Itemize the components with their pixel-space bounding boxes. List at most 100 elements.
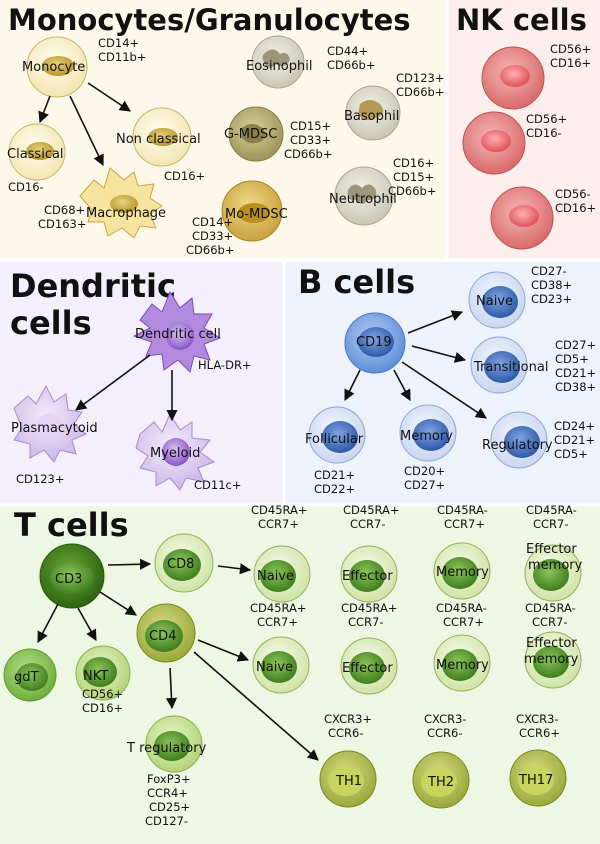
cd4-t-cell [136,603,196,663]
label-dendritic-cell: Dendritic cell [135,327,221,342]
markers-mid-effmem: CD45RA-CCR7- [525,601,576,629]
markers-top-effector: CD45RA+CCR7- [343,503,400,531]
label-cd8-memory: Memory [436,565,489,580]
markers-myeloid: CD11c+ [194,478,241,492]
markers-dc: HLA-DR+ [198,358,252,372]
naive-b-cell [468,271,526,329]
panel-dc-bg [0,262,284,504]
markers-follicular: CD21+CD22+ [314,468,355,496]
label-th17: TH17 [518,773,553,788]
label-cd4: CD4 [149,629,176,644]
cd3-t-cell [39,543,105,609]
markers-nk3: CD56-CD16+ [555,187,596,215]
markers-basophil: CD123+CD66b+ [396,71,444,99]
markers-top-effmem: CD45RA-CCR7- [526,503,577,531]
title-t-cells: T cells [14,506,129,544]
macrophage-cell [79,167,163,239]
regulatory-b-cell [490,411,548,469]
cd8-t-cell [154,533,214,593]
markers-mid-naive: CD45RA+CCR7+ [250,601,307,629]
th1-cell [319,750,377,808]
cd4-effector-memory-cell [524,631,582,689]
markers-nk1: CD56+CD16+ [550,42,591,70]
markers-mid-memory: CD45RA-CCR7+ [436,601,487,629]
label-naive-b: Naive [476,294,513,309]
label-regulatory: Regulatory [482,438,553,453]
label-momdsc: Mo-MDSC [225,207,288,222]
markers-neutrophil: CD16+CD15+CD66b+ [388,156,436,198]
label-cd8-naive: Naive [257,569,294,584]
markers-gmdsc: CD15+CD33+CD66b+ [284,119,332,161]
label-nkt: NKT [83,669,108,684]
nk-cell-2 [462,111,526,175]
markers-nonclassical: CD16+ [164,169,205,183]
markers-th2: CXCR3-CCR6- [424,712,467,740]
title-dendritic-line1: Dendritic [10,267,176,305]
label-cd8-effector: Effector [342,569,393,584]
title-monocytes-granulocytes: Monocytes/Granulocytes [8,3,411,37]
label-cd8: CD8 [167,557,194,572]
markers-th17: CXCR3-CCR6+ [516,712,560,740]
cd4-naive-cell [252,636,310,694]
label-eosinophil: Eosinophil [246,59,312,74]
label-treg: T regulatory [126,741,207,756]
th17-cell [509,749,567,807]
markers-regulatory: CD24+CD21+CD5+ [554,419,595,461]
markers-top-memory: CD45RA-CCR7+ [437,503,488,531]
label-follicular: Follicular [305,432,364,447]
markers-plasmacytoid: CD123+ [16,472,64,486]
plasmacytoid-cell [13,384,87,463]
markers-nkt: CD56+CD16+ [82,687,123,715]
markers-macrophage: CD68+CD163+ [38,203,86,231]
markers-monocyte: CD14+CD11b+ [98,36,146,64]
markers-momdsc: CD14+CD33+CD66b+ [186,215,234,257]
label-basophil: Basophil [344,109,399,124]
label-transitional: Transitional [473,360,548,375]
cd8-effector-cell [340,545,398,603]
myeloid-cell [135,412,216,491]
title-b-cells: B cells [298,263,415,301]
markers-naive-b: CD27-CD38+CD23+ [531,264,572,306]
label-monocyte: Monocyte [22,60,85,75]
nonclassical-monocyte-cell [132,107,192,167]
cd8-effector-memory-cell [524,544,582,602]
follicular-b-cell [308,406,366,464]
nkt-cell [75,645,131,701]
memory-b-cell [399,404,457,462]
label-macrophage: Macrophage [86,206,166,221]
monocyte-cell [26,36,88,98]
label-cd4-memory: Memory [436,658,489,673]
cd19-b-cell [344,312,406,374]
classical-monocyte-cell [8,123,66,181]
label-cd4-effector: Effector [342,661,393,676]
label-nonclassical: Non classical [116,132,201,147]
label-cd4-naive: Naive [256,660,293,675]
gmdsc-cell [228,106,284,162]
cd4-memory-cell [433,634,491,692]
label-memory-b: Memory [400,429,453,444]
label-th2: TH2 [427,775,454,790]
panel-b-bg [284,262,600,504]
label-gmdsc: G-MDSC [224,127,277,142]
markers-classical: CD16- [8,180,44,194]
label-myeloid: Myeloid [150,446,200,461]
markers-nk2: CD56+CD16- [526,112,567,140]
markers-memory-b: CD20+CD27+ [404,464,445,492]
dendritic-cell [132,290,222,373]
momdsc-cell [221,180,283,242]
th2-cell [412,751,470,809]
label-classical: Classical [7,147,64,162]
eosinophil-cell [251,35,305,89]
label-th1: TH1 [335,774,362,789]
label-cd19: CD19 [356,335,392,350]
markers-eosinophil: CD44+CD66b+ [327,44,375,72]
nk-cell-1 [481,46,545,110]
label-neutrophil: Neutrophil [329,192,397,207]
label-cd3: CD3 [55,572,82,587]
transitional-b-cell [470,336,528,394]
treg-cell [145,715,203,773]
title-dendritic-line2: cells [10,304,92,342]
label-plasmacytoid: Plasmacytoid [11,421,98,436]
